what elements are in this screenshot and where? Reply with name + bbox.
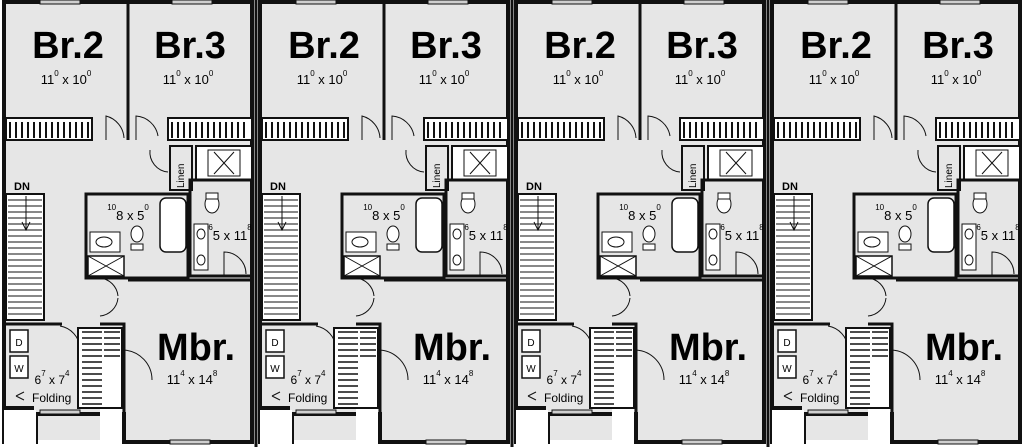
washer-label: W <box>14 364 24 375</box>
linen-label: Linen <box>432 164 443 188</box>
linen-label: Linen <box>944 164 955 188</box>
stair-label: DN <box>782 181 798 193</box>
unit-2-labels: Br.2 110 x 100 Br.3 110 x 100 DN Linen 1… <box>270 25 508 405</box>
room-dims-br3: 110 x 100 <box>163 69 214 87</box>
room-name-br3: Br.3 <box>154 25 226 67</box>
folding-label: Folding <box>32 391 71 405</box>
washer-label: W <box>270 364 280 375</box>
room-name-br2: Br.2 <box>32 25 104 67</box>
dryer-label: D <box>271 338 278 349</box>
dryer-label: D <box>527 338 534 349</box>
linen-label: Linen <box>688 164 699 188</box>
room-dims-br3: 110 x 100 <box>675 69 726 87</box>
washer-label: W <box>526 364 536 375</box>
room-name-mbr: Mbr. <box>157 327 235 369</box>
stair-label: DN <box>14 181 30 193</box>
linen-label: Linen <box>176 164 187 188</box>
room-dims-mbr: 114 x 148 <box>423 369 474 387</box>
room-name-br3: Br.3 <box>922 25 994 67</box>
room-dims-br3: 110 x 100 <box>931 69 982 87</box>
laundry-dims: 67 x 74 <box>803 369 839 387</box>
room-name-br2: Br.2 <box>800 25 872 67</box>
folding-label: Folding <box>288 391 327 405</box>
dryer-label: D <box>15 338 22 349</box>
folding-label: Folding <box>800 391 839 405</box>
room-name-mbr: Mbr. <box>669 327 747 369</box>
room-dims-br2: 110 x 100 <box>41 69 92 87</box>
room-name-mbr: Mbr. <box>925 327 1003 369</box>
laundry-dims: 67 x 74 <box>35 369 71 387</box>
bath-dims: 108 x 50 <box>363 203 405 223</box>
room-dims-br2: 110 x 100 <box>297 69 348 87</box>
washer-label: W <box>782 364 792 375</box>
room-dims-mbr: 114 x 148 <box>935 369 986 387</box>
room-name-br3: Br.3 <box>410 25 482 67</box>
bath-dims: 108 x 50 <box>619 203 661 223</box>
room-name-br2: Br.2 <box>288 25 360 67</box>
master-bath-dims: 65 x 118 <box>976 223 1020 243</box>
room-dims-br3: 110 x 100 <box>419 69 470 87</box>
room-dims-mbr: 114 x 148 <box>679 369 730 387</box>
laundry-dims: 67 x 74 <box>291 369 327 387</box>
stair-label: DN <box>270 181 286 193</box>
unit-1-labels: Br.2 110 x 100 Br.3 110 x 100 DN Linen 1… <box>14 25 252 405</box>
stair-label: DN <box>526 181 542 193</box>
room-name-br2: Br.2 <box>544 25 616 67</box>
master-bath-dims: 65 x 118 <box>208 223 252 243</box>
bath-dims: 108 x 50 <box>875 203 917 223</box>
room-dims-br2: 110 x 100 <box>553 69 604 87</box>
room-name-br3: Br.3 <box>666 25 738 67</box>
laundry-dims: 67 x 74 <box>547 369 583 387</box>
room-dims-mbr: 114 x 148 <box>167 369 218 387</box>
dryer-label: D <box>783 338 790 349</box>
unit-3-labels: Br.2 110 x 100 Br.3 110 x 100 DN Linen 1… <box>526 25 764 405</box>
room-dims-br2: 110 x 100 <box>809 69 860 87</box>
room-name-mbr: Mbr. <box>413 327 491 369</box>
master-bath-dims: 65 x 118 <box>464 223 508 243</box>
folding-label: Folding <box>544 391 583 405</box>
unit-4-labels: Br.2 110 x 100 Br.3 110 x 100 DN Linen 1… <box>782 25 1020 405</box>
bath-dims: 108 x 50 <box>107 203 149 223</box>
master-bath-dims: 65 x 118 <box>720 223 764 243</box>
